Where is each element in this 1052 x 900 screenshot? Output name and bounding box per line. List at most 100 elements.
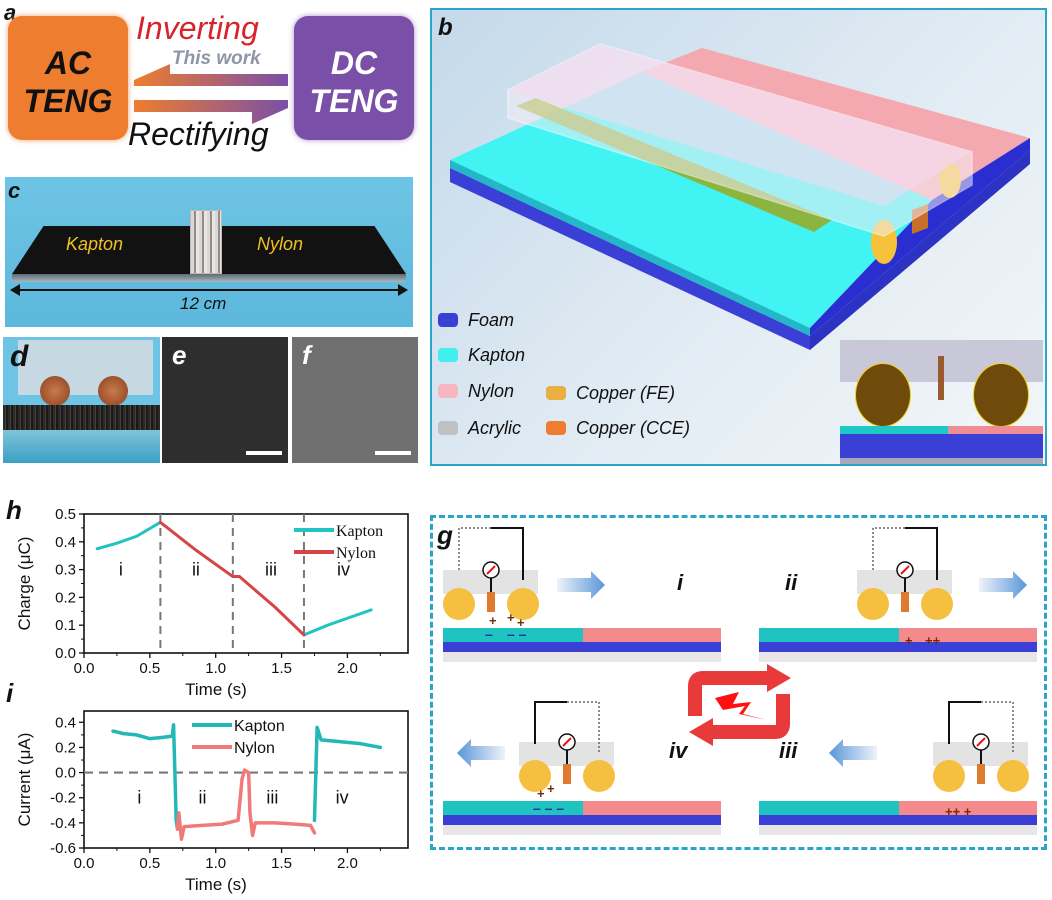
x-tick-label: 2.0 [337,660,358,677]
svg-text:– – –: – – – [533,800,564,816]
data-point-nylon [201,824,204,827]
x-tick-label: 0.0 [74,660,95,677]
sem-image-kapton [162,337,288,463]
legend-label-copper-cce: Copper (CCE) [576,418,691,438]
svg-text:+: + [517,615,525,630]
motion-arrow-left-icon [457,739,505,767]
svg-text:+: + [489,613,497,628]
data-point-nylon [241,778,243,780]
data-point-nylon [274,606,276,608]
ac-teng-box: AC TENG [8,16,128,140]
panel-label-d: d [10,340,29,373]
acrylic-block [18,340,153,395]
dc-teng-line1: DC [330,45,378,81]
data-point-nylon [232,575,234,578]
svg-text:+: + [905,633,913,648]
motion-arrow-right-icon [557,571,605,599]
y-tick-label: 0.4 [55,714,76,731]
svg-text:++: ++ [925,633,941,648]
data-point-nylon [176,828,179,830]
copper-roller-left [40,376,70,406]
svg-text:+: + [507,610,515,625]
y-tick-label: -0.6 [50,840,76,857]
device-3d-render [450,43,1030,350]
legend-swatch-kapton [438,348,458,362]
stage-label-i: i [677,570,684,595]
slider-rod [190,210,222,274]
panel-label-i: i [6,678,14,708]
y-tick-label: 0.2 [55,739,76,756]
y-tick-label: 0.3 [55,562,76,579]
data-point-nylon [178,812,180,814]
inset-base [840,458,1043,464]
y-axis-title: Current (μA) [15,733,34,827]
x-tick-label: 1.5 [271,855,292,872]
dimension-line [12,289,406,291]
data-point-kapton [320,739,322,741]
stage-i-diagram: + + + – – – [442,527,721,662]
data-point-kapton [116,542,118,544]
lightning-icon [715,692,767,720]
series-kapton [95,520,162,551]
data-point-kapton [122,732,125,735]
panel-b: b Foam Kapton Nylon Acrylic Copper (FE) [430,8,1047,466]
legend-swatch-acrylic [438,421,458,435]
data-point-nylon [309,824,312,827]
panel-label-h: h [6,495,22,525]
svg-text:–: – [485,626,493,642]
legend-swatch-nylon [438,384,458,398]
y-axis-title: Charge (μC) [15,537,34,631]
series-kapton [111,723,180,831]
panel-label-e: e [172,340,187,370]
y-tick-label: 0.5 [55,506,76,523]
data-point-nylon [313,832,316,834]
dc-teng-box: DC TENG [294,16,414,140]
inverting-arrow [134,64,288,86]
data-point-kapton [112,730,114,732]
dc-teng-line2: TENG [309,83,399,119]
data-point-kapton [171,735,174,737]
region-label-ii: ii [199,788,207,808]
data-point-nylon [249,812,251,814]
panel-label-b: b [438,14,453,41]
cycle-arrows-icon [688,664,791,746]
data-point-nylon [238,575,241,578]
region-label-iii: iii [266,788,278,808]
data-point-nylon [293,823,296,825]
data-point-kapton [359,742,362,745]
stage-label-ii: ii [785,570,798,595]
legend-label-acrylic: Acrylic [468,418,521,438]
data-point-nylon [195,549,197,551]
series-nylon [158,520,306,637]
region-label-i: i [119,560,123,580]
scale-bar-e [246,451,282,455]
x-tick-label: 1.0 [205,855,226,872]
data-point-kapton [379,746,382,749]
x-tick-label: 1.0 [205,660,226,677]
inset-foam [840,434,1043,458]
legend-label-nylon: Nylon [468,381,515,401]
data-point-kapton [313,819,316,822]
dimension-arrow-left-icon [10,284,20,296]
cross-section-inset [840,340,1043,464]
stage-iv-diagram: + + – – – [443,701,721,835]
plot-frame [83,710,409,849]
data-point-nylon [303,634,305,636]
y-tick-label: 0.2 [55,589,76,606]
series-kapton [302,608,373,637]
this-work-text: This work [172,48,261,69]
inset-cce [938,356,944,400]
data-point-nylon [183,825,185,828]
legend-swatch-foam [438,313,458,327]
working-mechanism-diagram: + + + – – – + ++ + + – – – [442,527,1037,835]
inset-kapton [840,426,948,434]
dimension-arrow-right-icon [398,284,408,296]
nylon-photo-label: Nylon [257,234,304,254]
ac-teng-line2: TENG [23,83,113,119]
region-label-ii: ii [192,560,200,580]
x-tick-label: 0.0 [74,855,95,872]
legend-swatch-copper-cce [546,421,566,435]
data-point-kapton [135,535,138,538]
data-point-nylon [237,819,239,822]
